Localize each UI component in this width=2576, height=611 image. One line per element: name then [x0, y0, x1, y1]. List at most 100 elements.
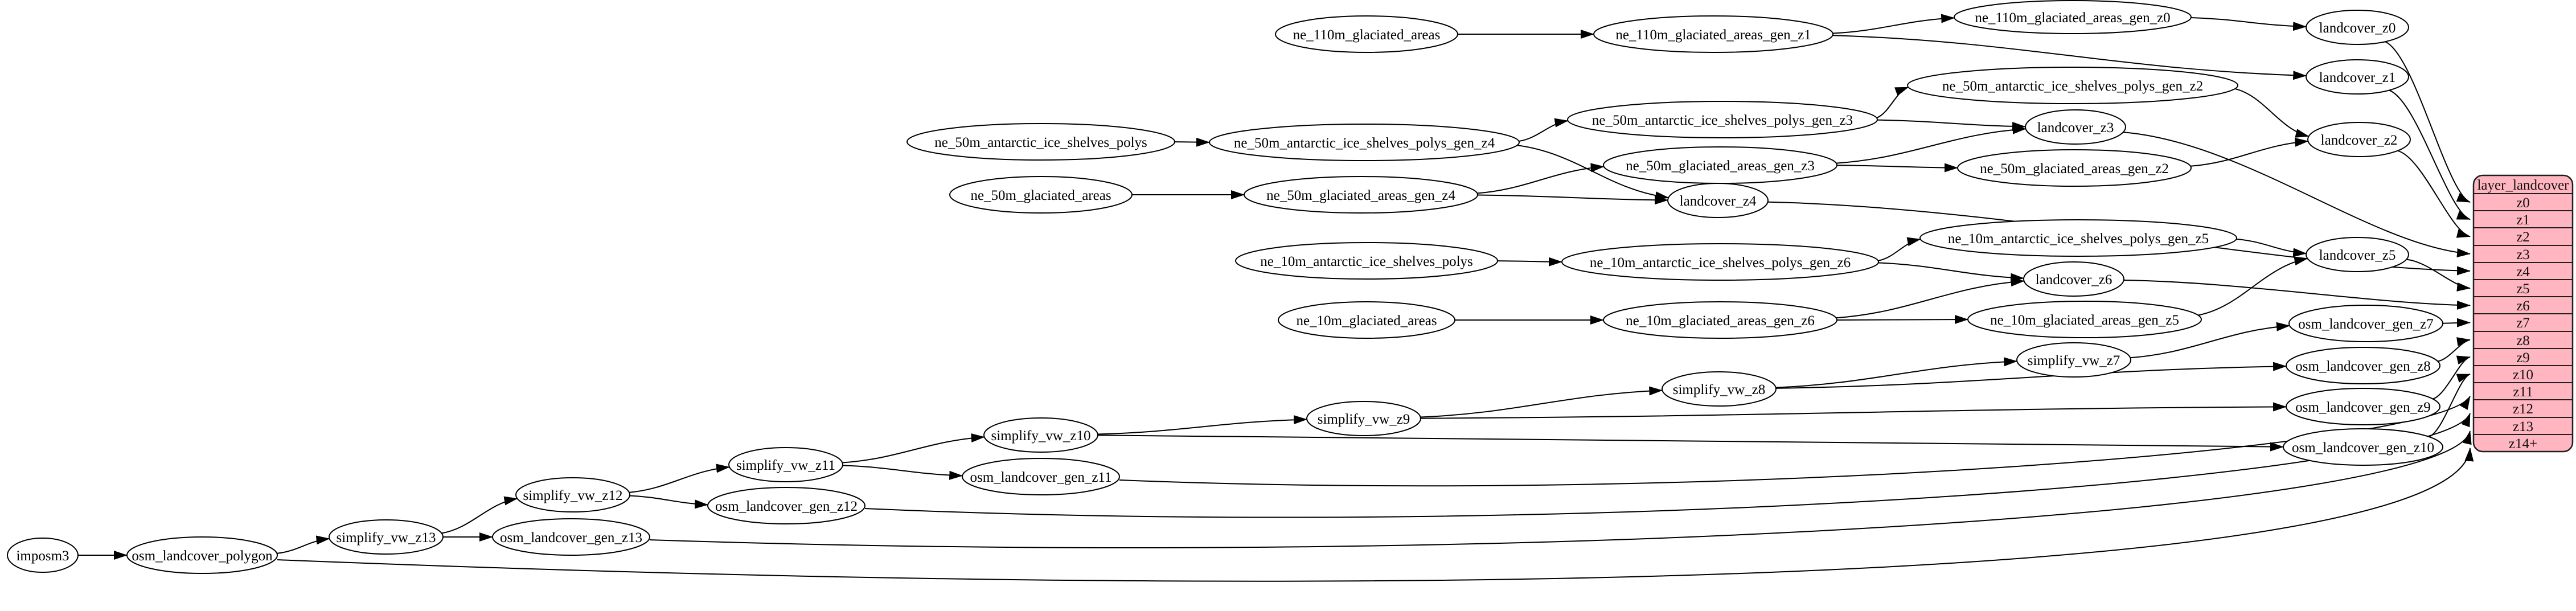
- ne_50m_glaciated_areas_gen_z3-label: ne_50m_glaciated_areas_gen_z3: [1626, 158, 1815, 174]
- node-landcover_z5: landcover_z5: [2306, 237, 2409, 272]
- simplify_vw_z9-label: simplify_vw_z9: [1318, 412, 1410, 427]
- node-simplify_vw_z11: simplify_vw_z11: [728, 447, 843, 482]
- ne_50m_glaciated_areas-ellipse: [949, 176, 1133, 214]
- node-simplify_vw_z12: simplify_vw_z12: [515, 477, 630, 512]
- table-row-z9: z9: [2516, 350, 2530, 366]
- edge-ne_10m_glaciated_areas_gen_z6-to-landcover_z6: [1836, 277, 2025, 319]
- edge-simplify_vw_z9-to-osm_landcover_gen_z9: [1420, 402, 2287, 419]
- osm_landcover_gen_z10-ellipse: [2283, 428, 2443, 466]
- edge-simplify_vw_z10-to-simplify_vw_z9: [1097, 415, 1308, 435]
- edge-ne_10m_antarctic_ice_shelves_polys-to-ne_10m_antarctic_ice_shelves_polys_gen_z6: [1497, 257, 1562, 266]
- edge-landcover_z1-to-layer-landcover-z1: [2389, 89, 2471, 220]
- node-ne_50m_glaciated_areas_gen_z2: ne_50m_glaciated_areas_gen_z2: [1957, 149, 2192, 187]
- table-row-z6: z6: [2516, 298, 2530, 314]
- ne_50m_antarctic_ice_shelves_polys_gen_z3-ellipse: [1567, 101, 1878, 138]
- ne_110m_glaciated_areas_gen_z0-label: ne_110m_glaciated_areas_gen_z0: [1975, 10, 2170, 26]
- ne_50m_glaciated_areas_gen_z2-label: ne_50m_glaciated_areas_gen_z2: [1980, 161, 2169, 177]
- node-landcover_z4: landcover_z4: [1667, 183, 1769, 218]
- osm_landcover_gen_z13-label: osm_landcover_gen_z13: [500, 530, 642, 546]
- landcover_z6-ellipse: [2023, 261, 2124, 297]
- edge-ne_10m_glaciated_areas_gen_z6-to-ne_10m_glaciated_areas_gen_z5: [1836, 315, 1968, 325]
- node-osm_landcover_gen_z12: osm_landcover_gen_z12: [707, 487, 865, 524]
- node-osm_landcover_gen_z9: osm_landcover_gen_z9: [2286, 388, 2440, 425]
- node-ne_110m_glaciated_areas_gen_z1: ne_110m_glaciated_areas_gen_z1: [1593, 15, 1833, 53]
- landcover_z1-label: landcover_z1: [2319, 70, 2396, 85]
- table-row-z8: z8: [2516, 333, 2530, 348]
- landcover_z0-ellipse: [2306, 10, 2409, 45]
- edge-ne_50m_glaciated_areas_gen_z4-to-ne_50m_glaciated_areas_gen_z3: [1477, 163, 1605, 194]
- ne_110m_glaciated_areas-ellipse: [1275, 15, 1458, 53]
- simplify_vw_z13-ellipse: [329, 519, 444, 555]
- simplify_vw_z11-label: simplify_vw_z11: [736, 458, 835, 473]
- edge-ne_110m_glaciated_areas_gen_z1-to-landcover_z1: [1832, 35, 2307, 80]
- ne_50m_antarctic_ice_shelves_polys_gen_z2-ellipse: [1907, 67, 2238, 104]
- node-simplify_vw_z13: simplify_vw_z13: [329, 519, 444, 555]
- node-ne_50m_glaciated_areas: ne_50m_glaciated_areas: [949, 176, 1133, 214]
- table-row-z2: z2: [2516, 229, 2530, 245]
- node-ne_10m_antarctic_ice_shelves_polys: ne_10m_antarctic_ice_shelves_polys: [1235, 242, 1498, 280]
- ne_10m_antarctic_ice_shelves_polys_gen_z5-ellipse: [1919, 219, 2237, 257]
- osm_landcover_gen_z9-label: osm_landcover_gen_z9: [2295, 400, 2430, 415]
- simplify_vw_z10-ellipse: [983, 417, 1098, 453]
- simplify_vw_z7-label: simplify_vw_z7: [2028, 353, 2120, 368]
- ne_50m_antarctic_ice_shelves_polys_gen_z4-ellipse: [1209, 124, 1520, 161]
- ne_10m_glaciated_areas-label: ne_10m_glaciated_areas: [1296, 313, 1437, 329]
- node-ne_50m_antarctic_ice_shelves_polys: ne_50m_antarctic_ice_shelves_polys: [906, 123, 1175, 161]
- ne_110m_glaciated_areas-label: ne_110m_glaciated_areas: [1293, 27, 1441, 43]
- table-row-z3: z3: [2516, 247, 2530, 263]
- node-ne_110m_glaciated_areas_gen_z0: ne_110m_glaciated_areas_gen_z0: [1954, 0, 2192, 34]
- edge-osm_landcover_gen_z13-to-layer-landcover-z13: [649, 430, 2472, 548]
- node-ne_50m_antarctic_ice_shelves_polys_gen_z3: ne_50m_antarctic_ice_shelves_polys_gen_z…: [1567, 101, 1878, 138]
- node-simplify_vw_z7: simplify_vw_z7: [2016, 342, 2131, 378]
- ne_50m_glaciated_areas_gen_z4-label: ne_50m_glaciated_areas_gen_z4: [1266, 188, 1455, 203]
- node-ne_10m_glaciated_areas_gen_z6: ne_10m_glaciated_areas_gen_z6: [1603, 301, 1837, 339]
- landcover_z4-label: landcover_z4: [1680, 194, 1757, 209]
- simplify_vw_z11-ellipse: [728, 447, 843, 482]
- edge-landcover_z2-to-layer-landcover-z2: [2397, 150, 2471, 238]
- table-row-z11: z11: [2513, 384, 2533, 400]
- landcover_z0-label: landcover_z0: [2319, 20, 2396, 36]
- edge-osm_landcover_polygon-to-layer-landcover-z14+: [277, 448, 2474, 582]
- edge-landcover_z6-to-layer-landcover-z6: [2123, 280, 2471, 310]
- ne_10m_antarctic_ice_shelves_polys-ellipse: [1235, 242, 1498, 280]
- node-ne_10m_antarctic_ice_shelves_polys_gen_z6: ne_10m_antarctic_ice_shelves_polys_gen_z…: [1561, 243, 1879, 281]
- node-landcover_z3: landcover_z3: [2025, 109, 2126, 145]
- ne_50m_antarctic_ice_shelves_polys-label: ne_50m_antarctic_ice_shelves_polys: [934, 135, 1147, 150]
- simplify_vw_z12-ellipse: [515, 477, 630, 512]
- edge-simplify_vw_z11-to-osm_landcover_gen_z11: [842, 465, 963, 480]
- osm_landcover_polygon-label: osm_landcover_polygon: [132, 548, 273, 564]
- ne_10m_glaciated_areas_gen_z6-ellipse: [1603, 301, 1837, 339]
- table-row-z5: z5: [2516, 281, 2530, 297]
- osm_landcover_gen_z12-ellipse: [707, 487, 865, 524]
- ne_110m_glaciated_areas_gen_z1-ellipse: [1593, 15, 1833, 53]
- table-row-z0: z0: [2516, 195, 2530, 211]
- simplify_vw_z9-ellipse: [1306, 401, 1421, 436]
- osm_landcover_gen_z13-ellipse: [492, 518, 650, 556]
- nodes-layer: imposm3 osm_landcover_polygon simplify_vw_…: [7, 0, 2443, 574]
- imposm3-ellipse: [7, 538, 79, 573]
- simplify_vw_z13-label: simplify_vw_z13: [337, 530, 436, 546]
- landcover_z6-label: landcover_z6: [2036, 272, 2113, 288]
- edge-simplify_vw_z11-to-simplify_vw_z10: [842, 433, 985, 464]
- landcover_z2-label: landcover_z2: [2321, 133, 2398, 148]
- node-imposm3: imposm3: [7, 538, 79, 573]
- ne_50m_antarctic_ice_shelves_polys-ellipse: [906, 123, 1175, 161]
- edge-osm_landcover_polygon-to-simplify_vw_z13: [277, 535, 330, 554]
- node-landcover_z6: landcover_z6: [2023, 261, 2124, 297]
- ne_110m_glaciated_areas_gen_z1-label: ne_110m_glaciated_areas_gen_z1: [1615, 27, 1811, 43]
- table-row-z10: z10: [2513, 367, 2533, 383]
- node-osm_landcover_gen_z11: osm_landcover_gen_z11: [962, 458, 1120, 495]
- table-row-z7: z7: [2516, 315, 2530, 331]
- osm_landcover_gen_z8-label: osm_landcover_gen_z8: [2295, 359, 2430, 374]
- osm_landcover_gen_z8-ellipse: [2286, 347, 2440, 384]
- edge-osm_landcover_gen_z9-to-layer-landcover-z9: [2433, 355, 2471, 400]
- edge-ne_10m_glaciated_areas_gen_z5-to-landcover_z5: [2198, 256, 2308, 316]
- edge-simplify_vw_z8-to-simplify_vw_z7: [1775, 357, 2018, 388]
- osm_landcover_gen_z11-label: osm_landcover_gen_z11: [970, 470, 1112, 485]
- table-row-z4: z4: [2516, 264, 2530, 280]
- ne_50m_antarctic_ice_shelves_polys_gen_z3-label: ne_50m_antarctic_ice_shelves_polys_gen_z…: [1592, 113, 1853, 128]
- node-osm_landcover_gen_z13: osm_landcover_gen_z13: [492, 518, 650, 556]
- node-landcover_z0: landcover_z0: [2306, 10, 2409, 45]
- edge-ne_50m_glaciated_areas_gen_z3-to-landcover_z3: [1836, 125, 2027, 164]
